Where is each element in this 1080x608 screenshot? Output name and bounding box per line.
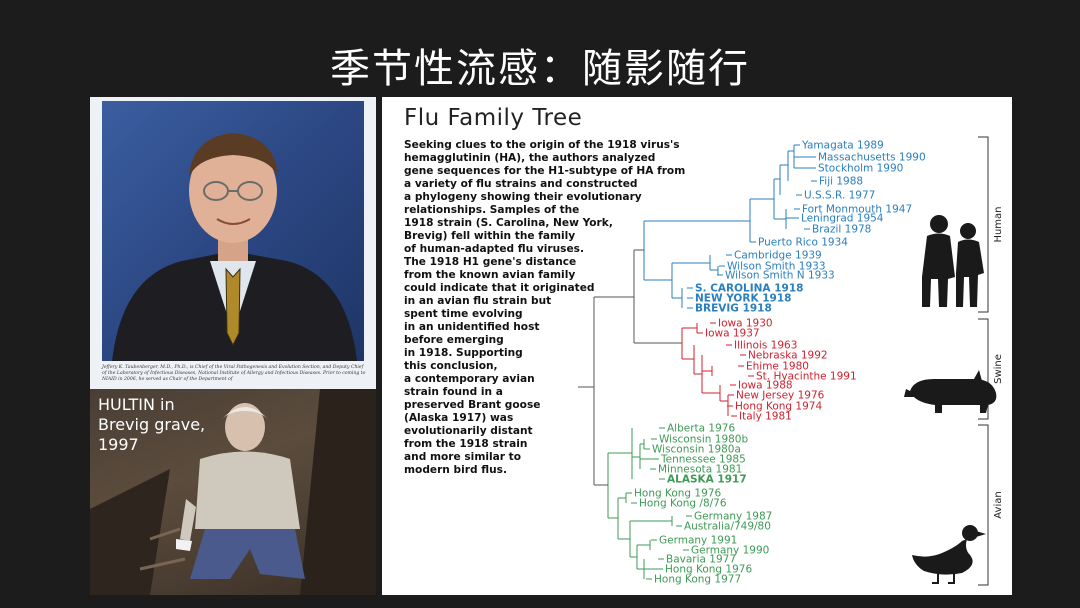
- left-photo-panel: Jeffery K. Taubenberger, M.D., Ph.D., is…: [90, 97, 376, 595]
- tree-leaf-label: New Jersey 1976: [736, 390, 825, 402]
- tree-leaf-label: Cambridge 1939: [734, 250, 822, 262]
- description-line: evolutionarily distant: [404, 425, 533, 437]
- tree-leaf-label: U.S.S.R. 1977: [804, 190, 875, 202]
- portrait-illustration: [112, 133, 357, 361]
- tree-leaf-label: Leningrad 1954: [801, 213, 884, 225]
- description-line: and more similar to: [404, 451, 522, 463]
- tree-leaf-label: Tennessee 1985: [660, 454, 746, 466]
- silhouettes: [904, 215, 997, 584]
- tree-leaf-label: Wisconsin 1980a: [652, 444, 741, 456]
- group-bracket: [978, 424, 989, 586]
- description-line: could indicate that it originated: [404, 282, 595, 294]
- human-silhouette-icon: [922, 215, 984, 307]
- description-line: a phylogeny showing their evolutionary: [404, 191, 642, 203]
- tree-leaf-label: Germany 1991: [659, 535, 737, 547]
- tree-leaf-label: Brazil 1978: [812, 224, 871, 236]
- tree-leaf-label: Hong Kong /8/76: [639, 498, 727, 510]
- tree-leaf-label: Illinois 1963: [734, 340, 797, 352]
- description-line: spent time evolving: [404, 308, 523, 320]
- description-line: of human-adapted flu viruses.: [404, 243, 584, 255]
- description-line: Brevig) fell within the family: [404, 230, 576, 242]
- tree-branches: [578, 144, 817, 580]
- description-line: Seeking clues to the origin of the 1918 …: [404, 139, 680, 151]
- figure-title: Flu Family Tree: [404, 105, 583, 131]
- description-line: The 1918 H1 gene's distance: [404, 256, 577, 268]
- group-bracket: [978, 318, 989, 420]
- group-label-avian: Avian: [993, 491, 1004, 518]
- slide-title: 季节性流感：随影随行: [330, 46, 750, 92]
- description-line: strain found in a: [404, 386, 503, 398]
- description-line: hemagglutinin (HA), the authors analyzed: [404, 152, 656, 164]
- tree-leaf-label: Hong Kong 1976: [665, 564, 752, 576]
- description-line: relationships. Samples of the: [404, 204, 580, 216]
- tree-leaf-label: S. CAROLINA 1918: [695, 283, 803, 295]
- tree-leaf-label: Yamagata 1989: [801, 140, 884, 152]
- tree-leaf-label: Iowa 1937: [705, 328, 760, 340]
- description-line: preserved Brant goose: [404, 399, 541, 411]
- description-line: gene sequences for the H1-subtype of HA …: [404, 165, 686, 177]
- tree-leaf-label: Minnesota 1981: [658, 464, 742, 476]
- group-label-swine: Swine: [993, 354, 1004, 384]
- grave-photo: HULTIN in Brevig grave, 1997: [90, 389, 376, 595]
- figure-description: Seeking clues to the origin of the 1918 …: [404, 139, 734, 477]
- tree-leaf-label: Iowa 1988: [738, 380, 793, 392]
- tree-leaf-label: Hong Kong 1976: [634, 488, 721, 500]
- tree-leaf-label: St. Hyacinthe 1991: [756, 371, 857, 383]
- tree-leaf-label: Wilson Smith N 1933: [725, 270, 835, 282]
- tree-leaf-label: Stockholm 1990: [818, 163, 903, 175]
- tree-leaf-label: Massachusetts 1990: [818, 152, 926, 164]
- duck-silhouette-icon: [912, 525, 986, 584]
- tree-leaf-label: Italy 1981: [739, 411, 792, 423]
- tree-leaf-label: Hong Kong 1974: [735, 401, 822, 413]
- tree-leaf-label: Alberta 1976: [667, 423, 735, 435]
- description-line: this conclusion,: [404, 360, 498, 372]
- description-line: from the 1918 strain: [404, 438, 528, 450]
- tree-leaf-label: Bavaria 1977: [666, 554, 736, 566]
- tree-leaf-label: Wilson Smith 1933: [727, 261, 826, 273]
- pig-silhouette-icon: [904, 370, 997, 413]
- description-line: modern bird flus.: [404, 464, 507, 476]
- tree-leaf-label: Australia/749/80: [684, 521, 771, 533]
- description-line: before emerging: [404, 334, 504, 346]
- description-line: in an avian flu strain but: [404, 295, 552, 307]
- tree-leaf-label: Germany 1990: [691, 545, 769, 557]
- grave-illustration: [90, 389, 376, 595]
- tree-leaf-label: NEW YORK 1918: [695, 293, 791, 305]
- description-line: a variety of flu strains and constructed: [404, 178, 638, 190]
- portrait-caption: Jeffery K. Taubenberger, M.D., Ph.D., is…: [102, 365, 366, 382]
- grave-photo-label: HULTIN in Brevig grave, 1997: [98, 395, 206, 454]
- tree-leaf-label: Germany 1987: [694, 511, 772, 523]
- tree-leaf-label: Wisconsin 1980b: [659, 434, 748, 446]
- tree-leaf-label: Iowa 1930: [718, 318, 773, 330]
- description-line: a contemporary avian: [404, 373, 535, 385]
- description-line: in 1918. Supporting: [404, 347, 523, 359]
- tree-leaf-label: Nebraska 1992: [748, 350, 828, 362]
- tree-leaf-label: ALASKA 1917: [667, 474, 747, 486]
- group-bracket: [978, 136, 989, 313]
- group-label-human: Human: [993, 206, 1004, 242]
- tree-leaf-label: BREVIG 1918: [695, 303, 772, 315]
- description-line: (Alaska 1917) was: [404, 412, 514, 424]
- description-line: 1918 strain (S. Carolina, New York,: [404, 217, 613, 229]
- tree-leaf-label: Puerto Rico 1934: [758, 237, 848, 249]
- tree-leaf-label: Hong Kong 1977: [654, 574, 741, 586]
- tree-leaf-label: Fiji 1988: [819, 176, 863, 188]
- tree-leaf-label: Ehime 1980: [746, 361, 809, 373]
- description-line: from the known avian family: [404, 269, 576, 281]
- tree-leaf-label: Fort Monmouth 1947: [802, 204, 912, 216]
- portrait-photo: [102, 101, 364, 361]
- description-line: in an unidentified host: [404, 321, 540, 333]
